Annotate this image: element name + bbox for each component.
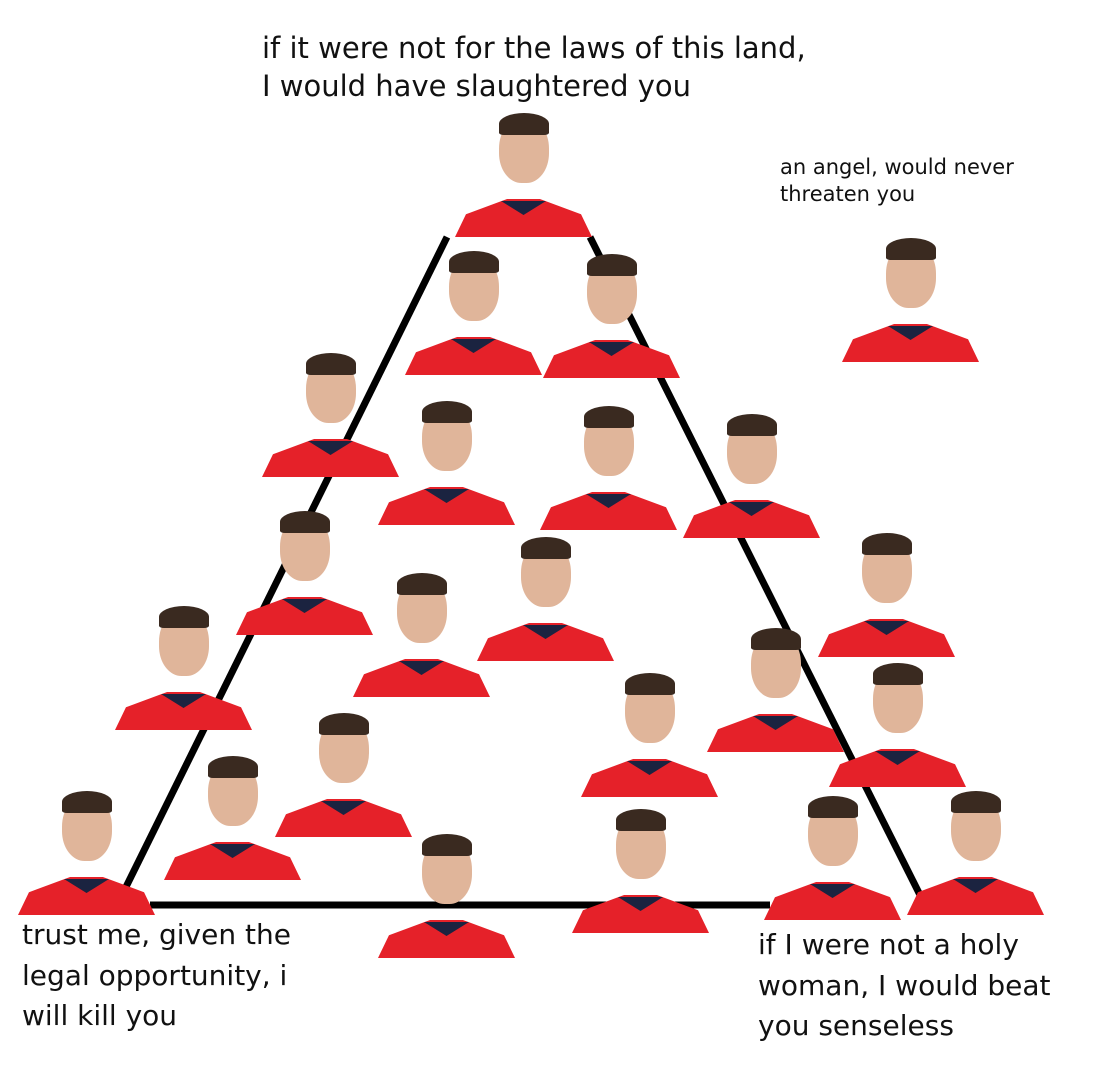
player-photo — [707, 622, 844, 752]
player-photo — [581, 667, 718, 797]
player-hair — [62, 791, 112, 813]
player-photo — [236, 505, 373, 635]
player-hair — [873, 663, 923, 685]
player-photo — [18, 785, 155, 915]
player-hair — [449, 251, 499, 273]
player-hair — [727, 414, 777, 436]
player-photo — [572, 803, 709, 933]
player-photo — [353, 567, 490, 697]
player-hair — [208, 756, 258, 778]
player-hair — [616, 809, 666, 831]
player-hair — [306, 353, 356, 375]
player-hair — [159, 606, 209, 628]
player-photo — [405, 245, 542, 375]
player-hair — [584, 406, 634, 428]
player-photo — [907, 785, 1044, 915]
player-hair — [587, 254, 637, 276]
player-photo — [842, 232, 979, 362]
player-photo — [764, 790, 901, 920]
player-photo — [477, 531, 614, 661]
player-hair — [521, 537, 571, 559]
player-hair — [499, 113, 549, 135]
player-photo — [378, 395, 515, 525]
player-hair — [397, 573, 447, 595]
player-photo — [829, 657, 966, 787]
player-photo — [262, 347, 399, 477]
player-hair — [422, 834, 472, 856]
player-photo — [275, 707, 412, 837]
player-hair — [862, 533, 912, 555]
player-photo — [683, 408, 820, 538]
player-hair — [886, 238, 936, 260]
player-photo — [818, 527, 955, 657]
player-photo — [543, 248, 680, 378]
player-hair — [280, 511, 330, 533]
caption-bottom-left: trust me, given the legal opportunity, i… — [22, 918, 291, 1033]
player-photo — [455, 107, 592, 237]
caption-bottom-right: if I were not a holy woman, I would beat… — [758, 928, 1051, 1043]
player-hair — [951, 791, 1001, 813]
player-photo — [378, 828, 515, 958]
caption-top: if it were not for the laws of this land… — [262, 31, 806, 103]
player-hair — [808, 796, 858, 818]
player-hair — [751, 628, 801, 650]
caption-angel: an angel, would never threaten you — [780, 155, 1014, 207]
player-hair — [319, 713, 369, 735]
player-photo — [540, 400, 677, 530]
player-photo — [164, 750, 301, 880]
player-hair — [625, 673, 675, 695]
player-photo — [115, 600, 252, 730]
player-hair — [422, 401, 472, 423]
